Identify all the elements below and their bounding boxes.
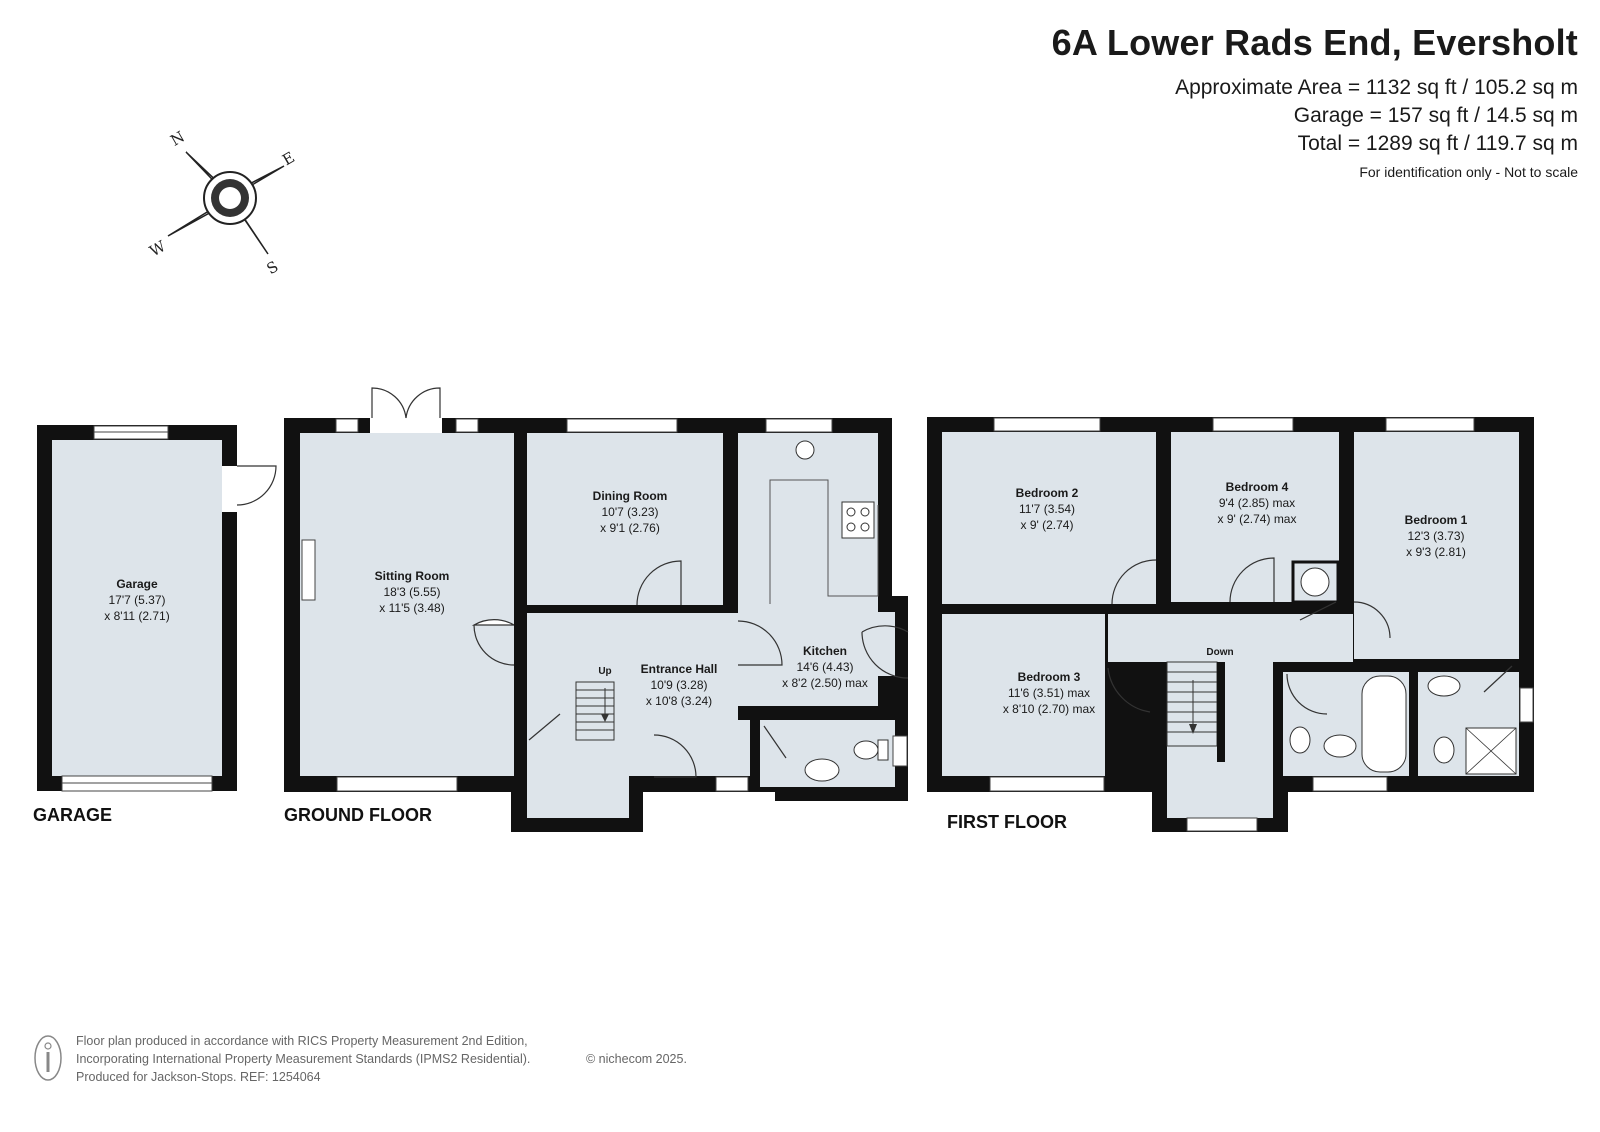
- compass-e: E: [279, 148, 297, 169]
- garage-dim-2: x 8'11 (2.71): [104, 609, 169, 623]
- sitting-room-dim-1: 18'3 (5.55): [384, 585, 441, 599]
- copyright: © nichecom 2025.: [586, 1052, 687, 1066]
- entrance-hall-name: Entrance Hall: [641, 662, 718, 676]
- bedroom-1-dim-1: 12'3 (3.73): [1408, 529, 1465, 543]
- garage-floor-label: GARAGE: [33, 805, 112, 825]
- person-icon: [34, 1035, 62, 1081]
- ground-floor-label: GROUND FLOOR: [284, 805, 432, 825]
- stairs-up-label: Up: [598, 666, 611, 677]
- footer-line-1: Floor plan produced in accordance with R…: [76, 1034, 528, 1048]
- footer-line-2: Incorporating International Property Mea…: [76, 1052, 531, 1066]
- compass-rose: N E S W: [146, 128, 297, 278]
- dining-room-dim-2: x 9'1 (2.76): [600, 521, 660, 535]
- first-floor-label: FIRST FLOOR: [947, 812, 1067, 832]
- bedroom-2-name: Bedroom 2: [1016, 486, 1079, 500]
- bedroom-4-name: Bedroom 4: [1226, 480, 1289, 494]
- entrance-hall-dim-1: 10'9 (3.28): [651, 678, 708, 692]
- compass-n: N: [167, 128, 187, 150]
- disclaimer: For identification only - Not to scale: [1359, 164, 1578, 180]
- bedroom-4-dim-2: x 9' (2.74) max: [1218, 512, 1297, 526]
- bedroom-3-dim-1: 11'6 (3.51) max: [1008, 686, 1090, 700]
- compass-s: S: [264, 257, 282, 278]
- bedroom-1-dim-2: x 9'3 (2.81): [1406, 545, 1466, 559]
- kitchen-dim-1: 14'6 (4.43): [797, 660, 854, 674]
- bedroom-3-dim-2: x 8'10 (2.70) max: [1003, 702, 1095, 716]
- bedroom-2-dim-1: 11'7 (3.54): [1019, 502, 1075, 516]
- sitting-room-dim-2: x 11'5 (3.48): [379, 601, 444, 615]
- kitchen-dim-2: x 8'2 (2.50) max: [782, 676, 868, 690]
- bedroom-4-dim-1: 9'4 (2.85) max: [1219, 496, 1295, 510]
- sitting-room-name: Sitting Room: [375, 569, 450, 583]
- compass-w: W: [146, 237, 169, 261]
- first-floor-plan: [927, 417, 1534, 832]
- approximate-area: Approximate Area = 1132 sq ft / 105.2 sq…: [1175, 76, 1578, 99]
- garage-room-name: Garage: [116, 577, 158, 591]
- property-title: 6A Lower Rads End, Eversholt: [1051, 22, 1578, 63]
- bedroom-1-name: Bedroom 1: [1405, 513, 1468, 527]
- garage-floor-plan: [37, 425, 277, 792]
- dining-room-name: Dining Room: [593, 489, 668, 503]
- ground-floor-plan: [284, 387, 909, 832]
- bedroom-2-dim-2: x 9' (2.74): [1021, 518, 1074, 532]
- garage-area: Garage = 157 sq ft / 14.5 sq m: [1293, 104, 1578, 127]
- dining-room-dim-1: 10'7 (3.23): [602, 505, 659, 519]
- total-area: Total = 1289 sq ft / 119.7 sq m: [1297, 132, 1578, 155]
- stairs-down-label: Down: [1206, 647, 1233, 658]
- entrance-hall-dim-2: x 10'8 (3.24): [646, 694, 712, 708]
- garage-dim-1: 17'7 (5.37): [109, 593, 166, 607]
- kitchen-name: Kitchen: [803, 644, 847, 658]
- footer-line-3: Produced for Jackson-Stops. REF: 1254064: [76, 1070, 321, 1084]
- bedroom-3-name: Bedroom 3: [1018, 670, 1081, 684]
